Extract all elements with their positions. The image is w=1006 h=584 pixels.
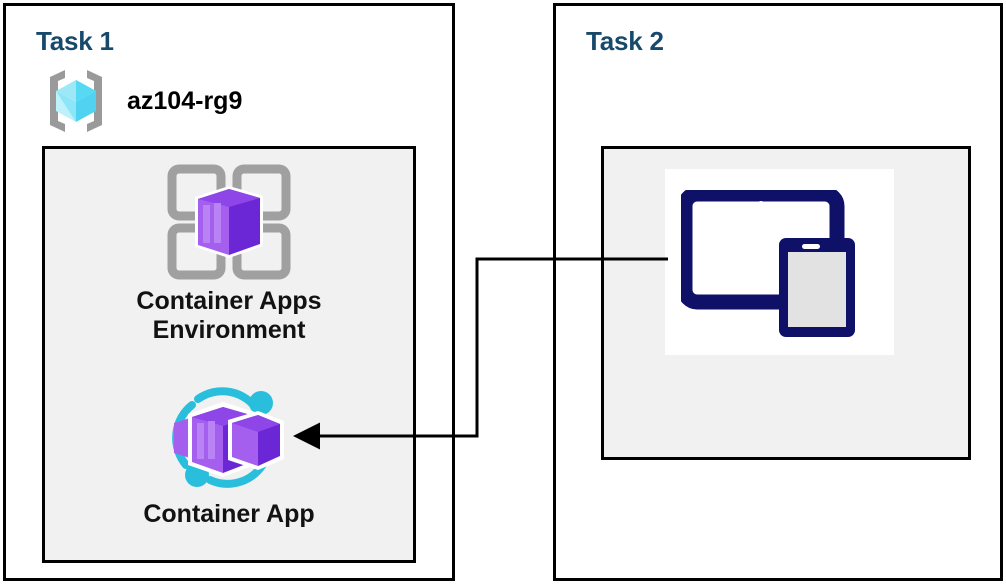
resource-group-row: az104-rg9 — [39, 64, 242, 138]
container-apps-environment-label: Container Apps Environment — [136, 287, 322, 345]
task-1-panel: Task 1 az104-rg9 — [3, 3, 455, 581]
container-app-label: Container App — [143, 500, 315, 528]
container-app-icon — [166, 381, 292, 493]
task-2-title: Task 2 — [586, 26, 664, 56]
devices-icon — [677, 186, 871, 340]
resource-group-label: az104-rg9 — [127, 86, 243, 115]
task-1-title: Task 1 — [36, 26, 114, 56]
resource-group-icon — [39, 64, 113, 138]
container-apps-environment-icon — [164, 163, 294, 281]
